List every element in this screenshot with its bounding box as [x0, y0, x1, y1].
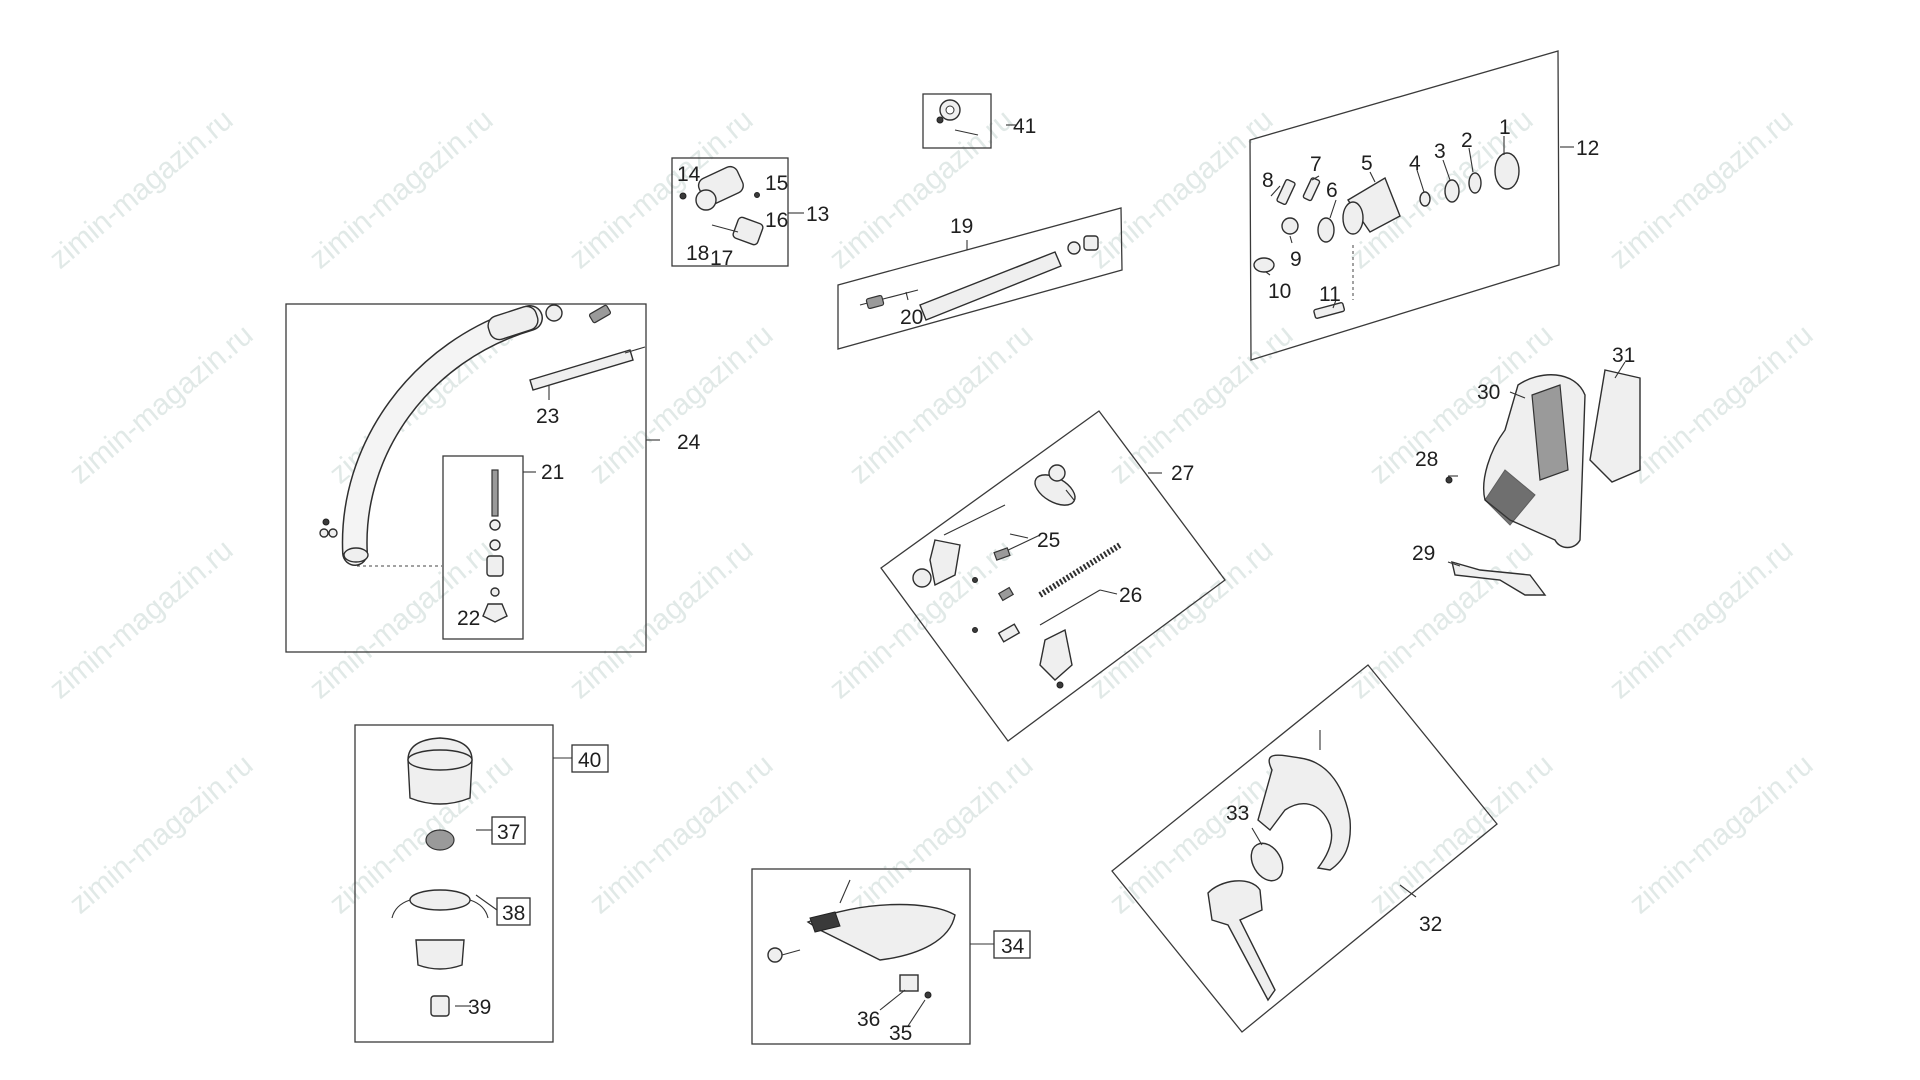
callout-9: 9	[1290, 248, 1302, 271]
callout-11: 11	[1319, 283, 1341, 306]
watermark-text: zimin-magazin.ru	[63, 318, 259, 490]
callout-15: 15	[765, 172, 788, 195]
group-27-throttle	[880, 410, 1226, 742]
callout-7: 7	[1310, 153, 1322, 176]
callout-37: 37	[497, 821, 520, 844]
group-19-shaft	[837, 207, 1123, 350]
watermark-text: zimin-magazin.ru	[583, 748, 779, 920]
callout-1: 1	[1499, 116, 1511, 139]
group-21-box	[442, 455, 524, 640]
watermark-text: zimin-magazin.ru	[1623, 318, 1819, 490]
callout-34: 34	[1001, 935, 1025, 958]
watermark-text: zimin-magazin.ru	[843, 748, 1039, 920]
callout-33: 33	[1226, 802, 1249, 825]
watermark-text: zimin-magazin.ru	[1363, 748, 1559, 920]
group-27-box	[880, 410, 1226, 742]
callout-12: 12	[1576, 137, 1599, 160]
watermark-text: zimin-magazin.ru	[43, 533, 239, 705]
callout-16: 16	[765, 209, 788, 232]
watermark-text: zimin-magazin.ru	[1103, 318, 1299, 490]
watermark-text: zimin-magazin.ru	[823, 103, 1019, 275]
callout-8: 8	[1262, 169, 1274, 192]
callout-4: 4	[1409, 152, 1421, 175]
callout-5: 5	[1361, 152, 1373, 175]
watermark-text: zimin-magazin.ru	[1103, 748, 1299, 920]
group-32-loop-handle	[1111, 664, 1498, 1033]
callout-25: 25	[1037, 529, 1060, 552]
group-40-box	[354, 724, 554, 1043]
watermark-text: zimin-magazin.ru	[1343, 533, 1539, 705]
group-32-box	[1111, 664, 1498, 1033]
watermark-text: zimin-magazin.ru	[1623, 748, 1819, 920]
callout-23: 23	[536, 405, 559, 428]
group-41-box	[922, 93, 992, 149]
watermark-text: zimin-magazin.ru	[843, 318, 1039, 490]
group-19-box	[837, 207, 1123, 350]
group-24-drive-tube	[285, 303, 647, 653]
callout-39: 39	[468, 996, 491, 1019]
callout-19: 19	[950, 215, 973, 238]
watermark-text: zimin-magazin.ru	[43, 103, 239, 275]
group-40-trimmer-head	[354, 724, 554, 1043]
callout-26: 26	[1119, 584, 1142, 607]
watermark-text: zimin-magazin.ru	[563, 533, 759, 705]
callout-20: 20	[900, 306, 923, 329]
callout-28: 28	[1415, 448, 1438, 471]
watermark-text: zimin-magazin.ru	[1083, 533, 1279, 705]
callout-13: 13	[806, 203, 829, 226]
group-12-box	[1249, 50, 1560, 361]
watermark-text: zimin-magazin.ru	[303, 103, 499, 275]
group-34-guard	[751, 868, 971, 1045]
callout-24: 24	[677, 431, 701, 454]
callout-2: 2	[1461, 129, 1473, 152]
group-13-connector	[671, 157, 789, 267]
group-28-31-engine-cover	[1445, 369, 1641, 596]
callout-18: 18	[686, 242, 709, 265]
watermark-text: zimin-magazin.ru	[823, 533, 1019, 705]
group-41-clamp	[922, 93, 992, 149]
callout-36: 36	[857, 1008, 880, 1031]
callout-35: 35	[889, 1022, 912, 1045]
watermark-text: zimin-magazin.ru	[1603, 533, 1799, 705]
callout-17: 17	[710, 247, 733, 270]
callout-21: 21	[541, 461, 564, 484]
callout-38: 38	[502, 902, 525, 925]
callout-14: 14	[677, 163, 701, 186]
callout-10: 10	[1268, 280, 1291, 303]
watermark-text: zimin-magazin.ru	[63, 748, 259, 920]
group-13-box	[671, 157, 789, 267]
callout-leaders	[455, 124, 1626, 1027]
callout-40: 40	[578, 749, 601, 772]
callout-31: 31	[1612, 344, 1635, 367]
callout-27: 27	[1171, 462, 1194, 485]
callout-6: 6	[1326, 179, 1338, 202]
callout-22: 22	[457, 607, 480, 630]
callout-41: 41	[1013, 115, 1036, 138]
callout-32: 32	[1419, 913, 1442, 936]
group-34-box	[751, 868, 971, 1045]
callout-numbers: 1 2 3 4 5 6 7 8 9 10 11 12 13 14 15 16 1…	[457, 115, 1635, 1045]
boxed-callouts	[491, 744, 1031, 959]
watermark-text: zimin-magazin.ru	[1603, 103, 1799, 275]
group-24-box	[285, 303, 647, 653]
callout-3: 3	[1434, 140, 1446, 163]
callout-29: 29	[1412, 542, 1435, 565]
group-12-housing	[1249, 50, 1560, 361]
callout-30: 30	[1477, 381, 1500, 404]
watermark-text: zimin-magazin.ru	[583, 318, 779, 490]
